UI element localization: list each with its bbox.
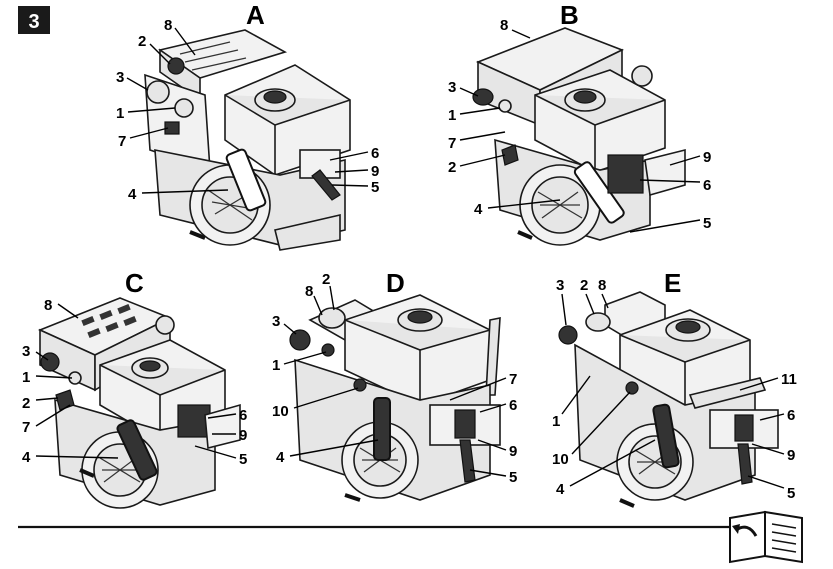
- panel-a-label: A: [246, 0, 265, 30]
- stop-switch-c: [177, 404, 211, 438]
- page-turn-icon: [729, 510, 803, 564]
- callout-b-7: 7: [448, 135, 456, 152]
- panel-c: C 8 3: [22, 268, 247, 509]
- callout-b-9: 9: [703, 149, 711, 166]
- figure-number: 3: [28, 11, 39, 33]
- engine-b-illustration: [472, 27, 686, 246]
- callout-d-1: 1: [272, 357, 280, 374]
- muffler-c: [204, 403, 241, 450]
- callouts-b: 8 3 1 7 2 9 6 4 5: [448, 17, 711, 233]
- starter-handle-e: [652, 403, 680, 469]
- callout-a-1: 1: [116, 105, 124, 122]
- stop-switch-b: [607, 154, 644, 194]
- panel-a: A: [116, 0, 379, 251]
- panel-e: E 3 2: [552, 268, 797, 508]
- callout-a-7: 7: [118, 133, 126, 150]
- callout-d-7: 7: [509, 371, 517, 388]
- callout-e-4: 4: [556, 481, 565, 498]
- callout-b-6: 6: [703, 177, 711, 194]
- callout-e-11: 11: [781, 371, 797, 388]
- callout-b-5: 5: [703, 215, 711, 232]
- engine-a-illustration: [144, 29, 351, 251]
- callouts-a: 8 2 3 1 7 6 9 5 4: [116, 17, 379, 203]
- panel-d-label: D: [386, 268, 405, 298]
- callout-a-3: 3: [116, 69, 124, 86]
- panel-e-label: E: [664, 268, 681, 298]
- callout-c-9: 9: [239, 427, 247, 444]
- callout-c-3: 3: [22, 343, 30, 360]
- callout-c-7: 7: [22, 419, 30, 436]
- callout-b-8: 8: [500, 17, 508, 34]
- callout-c-1: 1: [22, 369, 30, 386]
- callout-b-1: 1: [448, 107, 456, 124]
- panel-c-label: C: [125, 268, 144, 298]
- callouts-d: 8 2 3 1 10 7 6 4 9 5: [272, 271, 517, 486]
- starter-handle-d: [373, 397, 391, 461]
- callout-e-3: 3: [556, 277, 564, 294]
- callout-b-2: 2: [448, 159, 456, 176]
- callouts-e: 3 2 8 11 6 1 10 4 9 5: [552, 277, 797, 502]
- callout-a-9: 9: [371, 163, 379, 180]
- panel-d: D 8 2: [272, 268, 517, 502]
- callout-e-6: 6: [787, 407, 795, 424]
- panel-b: B 8 3: [448, 0, 711, 246]
- callout-a-8: 8: [164, 17, 172, 34]
- callouts-c: 8 3 1 2 7 6 9 4 5: [22, 297, 247, 468]
- choke-knob-a: [146, 80, 170, 104]
- callout-e-8: 8: [598, 277, 606, 294]
- callout-e-9: 9: [787, 447, 795, 464]
- engine-c-illustration: [37, 297, 241, 509]
- callout-c-5: 5: [239, 451, 247, 468]
- callout-e-10: 10: [552, 451, 569, 468]
- callout-d-6: 6: [509, 397, 517, 414]
- callout-d-3: 3: [272, 313, 280, 330]
- callout-a-2: 2: [138, 33, 146, 50]
- engine-d-illustration: [289, 294, 501, 502]
- panel-b-label: B: [560, 0, 579, 30]
- callout-a-4: 4: [128, 186, 137, 203]
- muffler-b: [644, 148, 686, 197]
- callout-e-1: 1: [552, 413, 560, 430]
- engine-e-illustration: [558, 291, 779, 508]
- callout-d-2: 2: [322, 271, 330, 288]
- callout-b-4: 4: [474, 201, 483, 218]
- callout-d-4: 4: [276, 449, 285, 466]
- callout-d-8: 8: [305, 283, 313, 300]
- callout-e-5: 5: [787, 485, 795, 502]
- callout-c-2: 2: [22, 395, 30, 412]
- starter-handle-a: [225, 148, 267, 212]
- callout-c-4: 4: [22, 449, 31, 466]
- callout-e-2: 2: [580, 277, 588, 294]
- callout-a-6: 6: [371, 145, 379, 162]
- callout-b-3: 3: [448, 79, 456, 96]
- callout-c-6: 6: [239, 407, 247, 424]
- callout-c-8: 8: [44, 297, 52, 314]
- callout-a-5: 5: [371, 179, 379, 196]
- starter-handle-b: [573, 161, 625, 224]
- callout-d-5: 5: [509, 469, 517, 486]
- callout-d-9: 9: [509, 443, 517, 460]
- figure-number-badge: 3: [18, 6, 50, 34]
- starter-handle-c: [116, 419, 158, 481]
- callout-d-10: 10: [272, 403, 289, 420]
